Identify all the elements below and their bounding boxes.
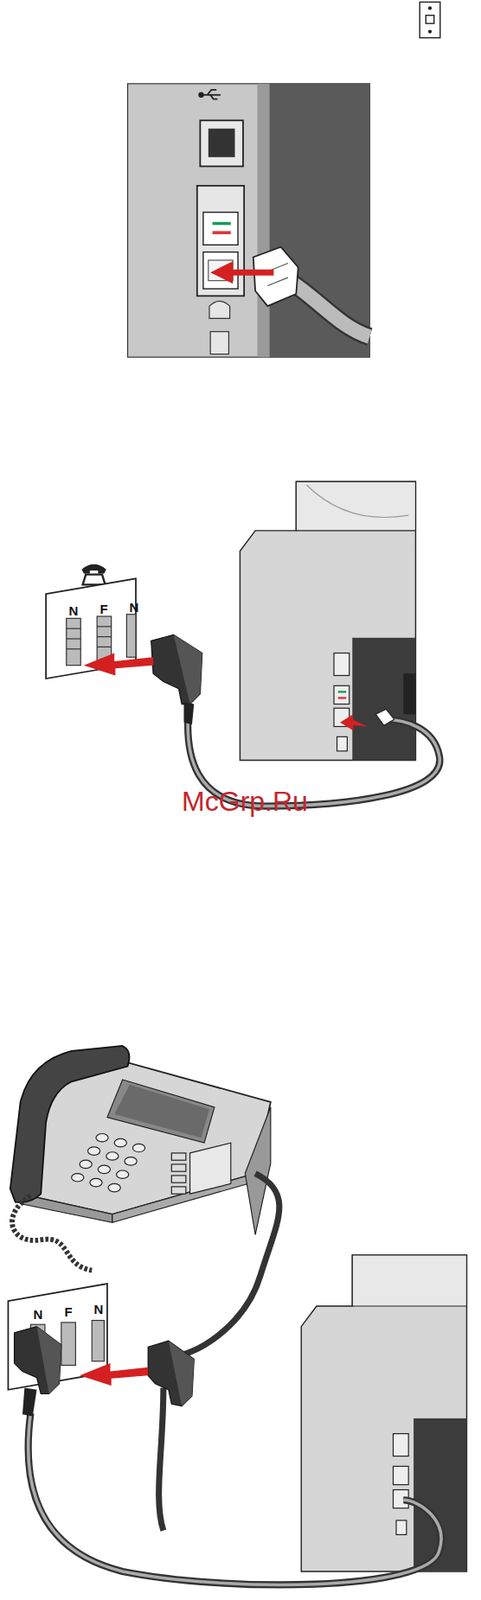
- printer-body: [301, 1256, 467, 1573]
- socket-letter: N: [69, 604, 79, 618]
- phone-icon: [81, 564, 106, 586]
- printer-port-closeup: [128, 83, 371, 358]
- socket-letter: N: [33, 1308, 44, 1322]
- printer-body: [239, 481, 416, 761]
- tae-plugs-cables: [14, 1174, 442, 1587]
- socket-letter: N: [129, 601, 140, 615]
- socket-letter: F: [99, 602, 108, 616]
- socket-letter: N: [94, 1303, 104, 1317]
- wall-jack-icon: [419, 1, 441, 38]
- telephone: [10, 1046, 271, 1272]
- watermark: McGrp.Ru: [181, 788, 308, 816]
- tae-plug-cable: [83, 634, 441, 807]
- socket-letter: F: [64, 1306, 72, 1320]
